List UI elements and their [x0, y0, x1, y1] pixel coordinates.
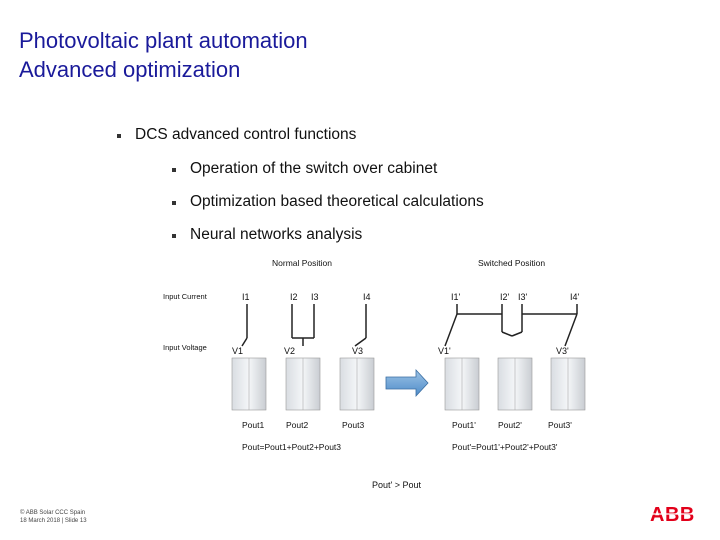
bullet-marker-icon: [172, 168, 176, 172]
switched-connection-lines: [445, 304, 577, 346]
input-current-label: Input Current: [163, 292, 208, 301]
sub-bullet-item: Operation of the switch over cabinet: [172, 160, 572, 180]
bullet-text: Operation of the switch over cabinet: [190, 160, 437, 178]
voltage-label: V2: [284, 346, 295, 356]
power-comparison: Pout' > Pout: [372, 480, 422, 490]
power-output-label: Pout1: [242, 420, 264, 430]
voltage-label: V3': [556, 346, 569, 356]
current-label: I1': [451, 292, 461, 302]
current-label: I4': [570, 292, 580, 302]
footer-date-slide: 18 March 2018 | Slide 13: [20, 517, 87, 525]
voltage-label: V3: [352, 346, 363, 356]
normal-connection-lines: [242, 304, 366, 346]
power-output-label: Pout3: [342, 420, 364, 430]
switched-power-sum: Pout'=Pout1'+Pout2'+Pout3': [452, 442, 558, 452]
current-label: I3': [518, 292, 528, 302]
bullet-text: Optimization based theoretical calculati…: [190, 193, 484, 211]
power-output-label: Pout1': [452, 420, 476, 430]
footer-copyright: © ABB Solar CCC Spain: [20, 509, 87, 517]
switched-inverter-cabinets: [445, 358, 585, 410]
bullet-marker-icon: [172, 234, 176, 238]
voltage-label: V1': [438, 346, 451, 356]
bullet-text: Neural networks analysis: [190, 226, 362, 244]
bullet-item: DCS advanced control functions: [117, 126, 517, 146]
transition-arrow-icon: [386, 370, 428, 396]
normal-position-heading: Normal Position: [272, 258, 332, 268]
current-label: I2: [290, 292, 298, 302]
power-output-label: Pout3': [548, 420, 572, 430]
bullet-marker-icon: [172, 201, 176, 205]
slide-title: Photovoltaic plant automation: [19, 28, 308, 54]
input-voltage-label: Input Voltage: [163, 343, 207, 352]
slide-subtitle: Advanced optimization: [19, 57, 240, 83]
normal-power-sum: Pout=Pout1+Pout2+Pout3: [242, 442, 341, 452]
switch-over-diagram: Normal Position Switched Position Input …: [160, 252, 600, 497]
sub-bullet-item: Optimization based theoretical calculati…: [172, 193, 572, 213]
power-output-label: Pout2': [498, 420, 522, 430]
slide-footer: © ABB Solar CCC Spain 18 March 2018 | Sl…: [20, 509, 87, 525]
normal-inverter-cabinets: [232, 358, 374, 410]
bullet-marker-icon: [117, 134, 121, 138]
current-label: I3: [311, 292, 319, 302]
current-label: I2': [500, 292, 510, 302]
power-output-label: Pout2: [286, 420, 308, 430]
abb-logo-icon: ABB: [650, 504, 704, 524]
switched-position-heading: Switched Position: [478, 258, 545, 268]
voltage-label: V1: [232, 346, 243, 356]
current-label: I1: [242, 292, 250, 302]
sub-bullet-item: Neural networks analysis: [172, 226, 572, 246]
current-label: I4: [363, 292, 371, 302]
bullet-text: DCS advanced control functions: [135, 126, 356, 144]
